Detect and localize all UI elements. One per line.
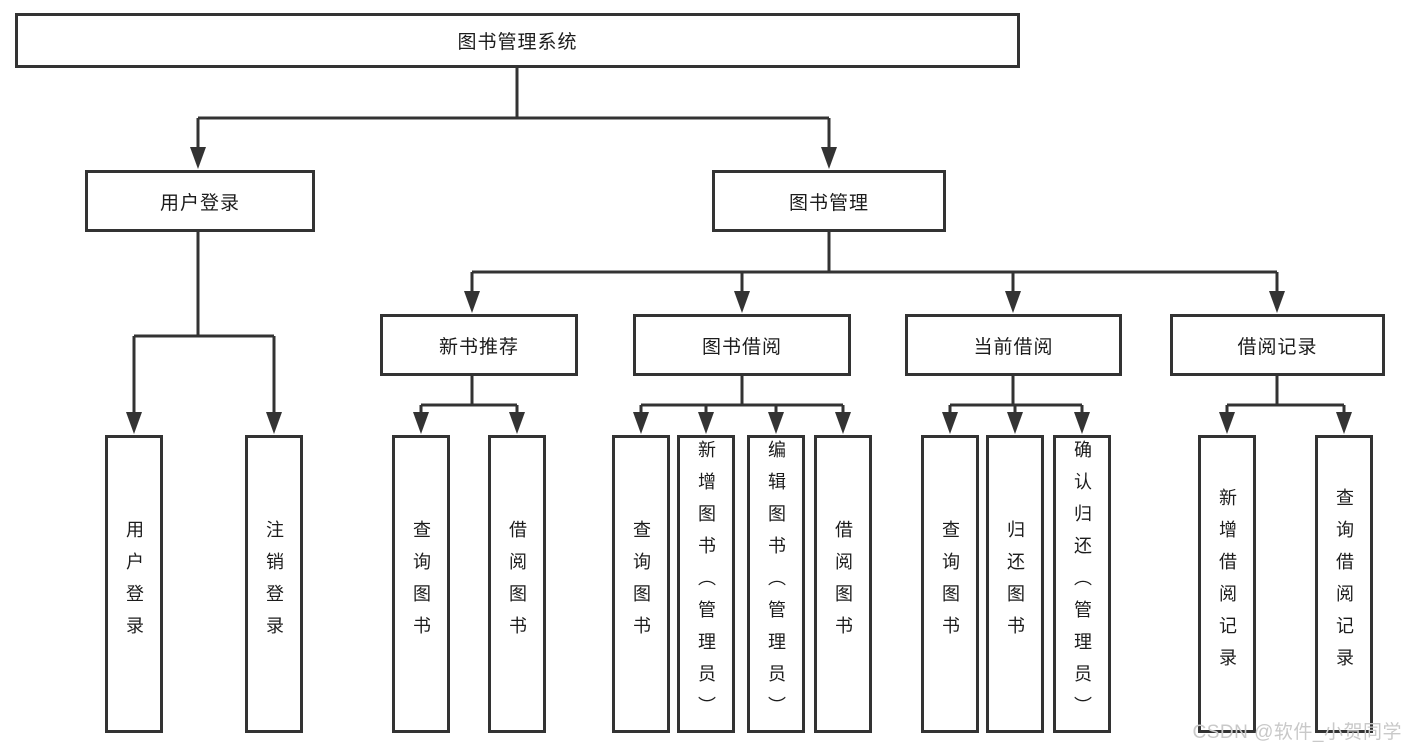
- node-root: 图书管理系统: [15, 13, 1020, 68]
- node-current-borrow: 当前借阅: [905, 314, 1122, 376]
- watermark: CSDN @软件_小贺同学: [1192, 722, 1402, 743]
- arrowhead: [509, 412, 525, 434]
- node-leaf-br-add-record: 新增借阅记录: [1198, 435, 1256, 733]
- node-leaf-bb-query-book: 查询图书: [612, 435, 670, 733]
- node-new-book-recommend: 新书推荐: [380, 314, 578, 376]
- node-leaf-cb-query-book: 查询图书: [921, 435, 979, 733]
- arrowhead: [1269, 291, 1285, 313]
- arrowhead: [1007, 412, 1023, 434]
- node-book-manage: 图书管理: [712, 170, 946, 232]
- arrowhead: [835, 412, 851, 434]
- node-user-login: 用户登录: [85, 170, 315, 232]
- arrowhead: [633, 412, 649, 434]
- node-leaf-rec-query-book: 查询图书: [392, 435, 450, 733]
- arrowhead: [1005, 291, 1021, 313]
- node-leaf-logout: 注销登录: [245, 435, 303, 733]
- node-borrow-records: 借阅记录: [1170, 314, 1385, 376]
- arrowhead: [1074, 412, 1090, 434]
- arrowhead: [698, 412, 714, 434]
- node-book-borrow: 图书借阅: [633, 314, 851, 376]
- arrowhead: [1336, 412, 1352, 434]
- arrowhead: [190, 147, 206, 169]
- node-leaf-cb-return-book: 归还图书: [986, 435, 1044, 733]
- node-leaf-bb-edit-book: 编辑图书（管理员）: [747, 435, 805, 733]
- arrowhead: [266, 412, 282, 434]
- node-leaf-cb-confirm-return: 确认归还（管理员）: [1053, 435, 1111, 733]
- node-leaf-login: 用户登录: [105, 435, 163, 733]
- arrowhead: [413, 412, 429, 434]
- arrowhead: [821, 147, 837, 169]
- arrowhead: [768, 412, 784, 434]
- connector-path: [132, 68, 1346, 414]
- node-leaf-bb-add-book: 新增图书（管理员）: [677, 435, 735, 733]
- node-leaf-rec-borrow-book: 借阅图书: [488, 435, 546, 733]
- arrowhead: [734, 291, 750, 313]
- arrowhead: [126, 412, 142, 434]
- node-leaf-bb-borrow-book: 借阅图书: [814, 435, 872, 733]
- arrowhead: [464, 291, 480, 313]
- arrowhead: [1219, 412, 1235, 434]
- arrowhead: [942, 412, 958, 434]
- node-leaf-br-query-record: 查询借阅记录: [1315, 435, 1373, 733]
